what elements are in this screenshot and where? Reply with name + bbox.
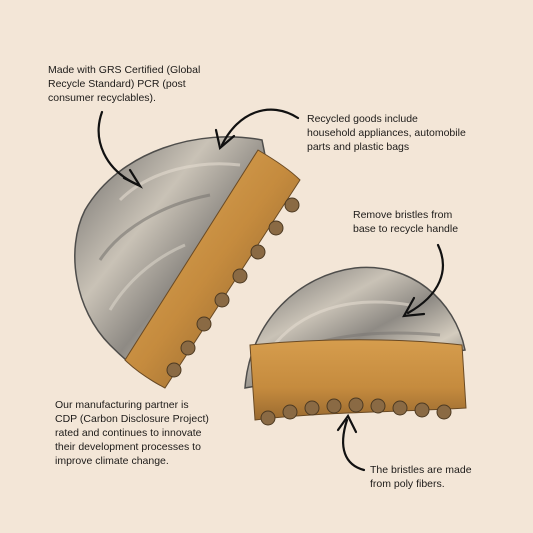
brush-upright-beads — [260, 397, 452, 426]
note-grs-certified: Made with GRS Certified (Global Recycle … — [48, 64, 201, 104]
note-poly-fibers: The bristles are made from poly fibers. — [370, 464, 472, 490]
brush-tilted-bristles — [124, 149, 301, 389]
brush-upright — [244, 266, 467, 426]
note-cdp-partner: Our manufacturing partner is CDP (Carbon… — [55, 399, 209, 467]
arrow-grs-icon — [97, 110, 144, 189]
brush-tilted-beads — [166, 197, 300, 378]
note-remove-bristles: Remove bristles from base to recycle han… — [353, 209, 459, 235]
arrow-goods-icon — [214, 108, 300, 151]
note-recycled-goods: Recycled goods include household applian… — [307, 113, 466, 153]
arrow-fibers-icon — [336, 413, 366, 472]
arrow-remove-icon — [402, 243, 444, 318]
brush-tilted — [74, 136, 301, 389]
